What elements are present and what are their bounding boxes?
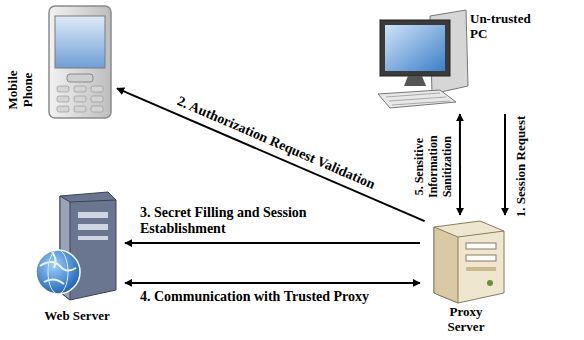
connector-arrow	[117, 88, 425, 221]
edge-label: 3. Secret Filling and Session Establishm…	[140, 205, 370, 237]
mobile-phone: Mobile Phone	[5, 2, 117, 122]
edge-label: 5. Sensitive Information Sanitization	[413, 122, 454, 210]
node-label: Mobile Phone	[6, 61, 36, 119]
connector-arrow	[504, 114, 506, 215]
node-label: Web Server	[30, 309, 125, 324]
web-server: Web Server	[30, 190, 125, 330]
untrusted-pc: Un-trusted PC	[370, 2, 540, 114]
connector-arrow	[125, 282, 420, 284]
edge-label: 2. Authorization Request Validation	[174, 93, 377, 193]
edge-label: 4. Communication with Trusted Proxy	[140, 289, 370, 305]
proxy-server: Proxy Server	[420, 215, 512, 337]
connector-arrow	[125, 242, 420, 244]
connector-arrow	[459, 114, 461, 215]
node-label: Proxy Server	[435, 305, 497, 335]
node-label: Un-trusted PC	[470, 12, 540, 42]
edge-label: 1. Session Request	[514, 115, 529, 217]
